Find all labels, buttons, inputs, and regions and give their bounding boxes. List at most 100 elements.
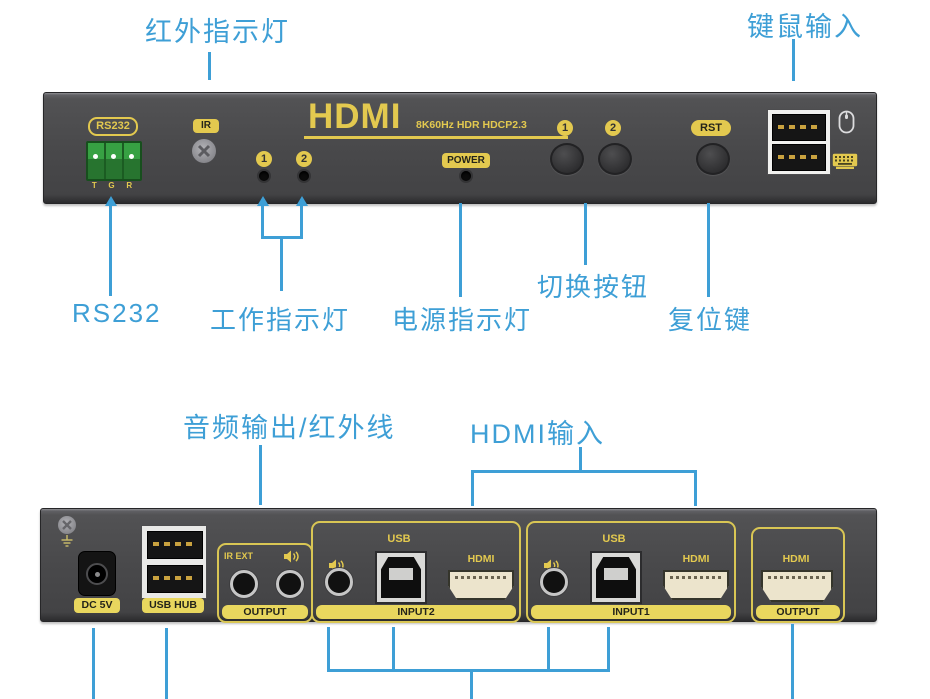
rear-output-audio-section: IR EXT OUTPUT [217,543,313,623]
ground-screw [58,516,76,534]
keyboard-icon [832,153,858,169]
reset-button-label: RST [691,120,731,136]
input2-section: USB HDMI INPUT2 [311,521,521,623]
callout-kb-mouse-input: 键鼠输入 [747,12,863,42]
usb-port-keyboard [772,144,826,171]
callout-arrow-rs232 [105,196,117,206]
callout-work-indicator: 工作指示灯 [210,305,351,335]
callout-hdmi-input: HDMI输入 [470,419,605,449]
pin-label-t: T [91,181,97,190]
ground-symbol-icon [61,535,73,547]
input2-usb-label: USB [387,533,411,545]
ir-receiver-window [192,139,216,163]
ir-ext-jack [230,570,258,598]
power-led [461,171,471,181]
cross-screw-icon [197,144,211,158]
input1-bar: INPUT1 [531,605,731,619]
callout-arrow-work-led-2 [296,196,308,206]
cross-screw-icon [62,520,72,530]
output-hdmi-port [761,570,833,602]
rs232-port-label: RS232 [88,117,138,136]
rear-panel-device: DC 5V USB HUB IR EXT OUTPUT USB [40,508,877,623]
callout-line-input1-usb [607,627,610,672]
input1-usb-port [590,551,642,604]
callout-arrow-work-led-1 [257,196,269,206]
callout-line-output-hdmi [791,624,794,699]
callout-arm-hdmi-input1 [694,470,697,506]
terminal-pin-labels: T G R [86,181,138,190]
hdmi-specs-text: 8K60Hz HDR HDCP2.3 [416,119,527,131]
callout-line-kb-mouse [792,39,795,81]
callout-line-work-led-1 [261,204,264,238]
ir-window-label: IR [193,119,219,133]
callout-line-work-led-2 [300,204,303,238]
callout-stem-hdmi-input [579,447,582,473]
terminal-pin-slot [88,143,106,179]
output-hdmi-bar: OUTPUT [756,605,840,619]
callout-line-input1-audio [547,627,550,672]
rs232-terminal-block [86,141,142,181]
callout-line-usb-hub [165,628,168,699]
input1-audio-jack [540,568,568,596]
hdmi-logo-text: HDMI [308,97,402,136]
speaker-icon [284,550,299,563]
power-led-label: POWER [442,153,490,168]
usb-port-mouse [772,114,826,141]
callout-switch-buttons: 切换按钮 [537,272,650,302]
usb-hub-port-2 [147,565,203,593]
switch-button-1 [550,143,584,175]
ir-ext-label: IR EXT [224,551,254,561]
dc-power-jack [78,551,116,596]
work-led-1 [259,171,269,181]
input2-hdmi-label: HDMI [467,553,495,565]
hdmi-logo-underline [304,136,568,139]
indicator-1-label: 1 [256,151,272,167]
dc-power-label: DC 5V [74,598,120,613]
callout-rs232: RS232 [72,298,162,328]
callout-bracket-hdmi-input [471,470,697,473]
callout-bracket-inputs [327,669,610,672]
mouse-icon [838,110,855,134]
usb-hub-ports [141,525,207,599]
callout-line-rs232 [109,204,112,296]
callout-line-audio-ir [259,445,262,505]
input2-audio-jack [325,568,353,596]
input1-usb-label: USB [602,533,626,545]
reset-button [696,143,730,175]
callout-line-input2-audio [327,627,330,672]
callout-line-ir-indicator [208,52,211,80]
front-panel-device: RS232 T G R IR 1 2 HDMI 8K60Hz HDR HDCP2… [43,92,877,204]
callout-line-reset [707,203,710,297]
switch-button-2-label: 2 [605,120,621,136]
indicator-2-label: 2 [296,151,312,167]
switch-button-2 [598,143,632,175]
callout-power-indicator: 电源指示灯 [392,305,533,335]
input2-usb-port [375,551,427,604]
terminal-pin-slot [124,143,140,179]
input1-section: USB HDMI INPUT1 [526,521,736,623]
switch-button-1-label: 1 [557,120,573,136]
callout-stem-inputs [470,669,473,699]
callout-line-power-led [459,203,462,297]
usb-hub-port-1 [147,531,203,559]
output-hdmi-section: HDMI OUTPUT [751,527,845,623]
callout-stem-work-led [280,236,283,291]
pin-label-g: G [108,181,115,190]
terminal-pin-slot [106,143,124,179]
input2-hdmi-port [448,570,514,600]
input1-hdmi-label: HDMI [682,553,710,565]
callout-line-switch [584,203,587,265]
callout-line-input2-usb [392,627,395,672]
input2-bar: INPUT2 [316,605,516,619]
work-led-2 [299,171,309,181]
rear-output-audio-bar: OUTPUT [222,605,308,619]
callout-line-dc-power [92,628,95,699]
callout-arm-hdmi-input2 [471,470,474,506]
front-usb-ports [767,109,831,175]
callout-reset-key: 复位键 [668,305,753,335]
usb-hub-label: USB HUB [142,598,204,613]
pin-label-r: R [126,181,133,190]
input1-hdmi-port [663,570,729,600]
output-hdmi-label: HDMI [782,553,810,565]
